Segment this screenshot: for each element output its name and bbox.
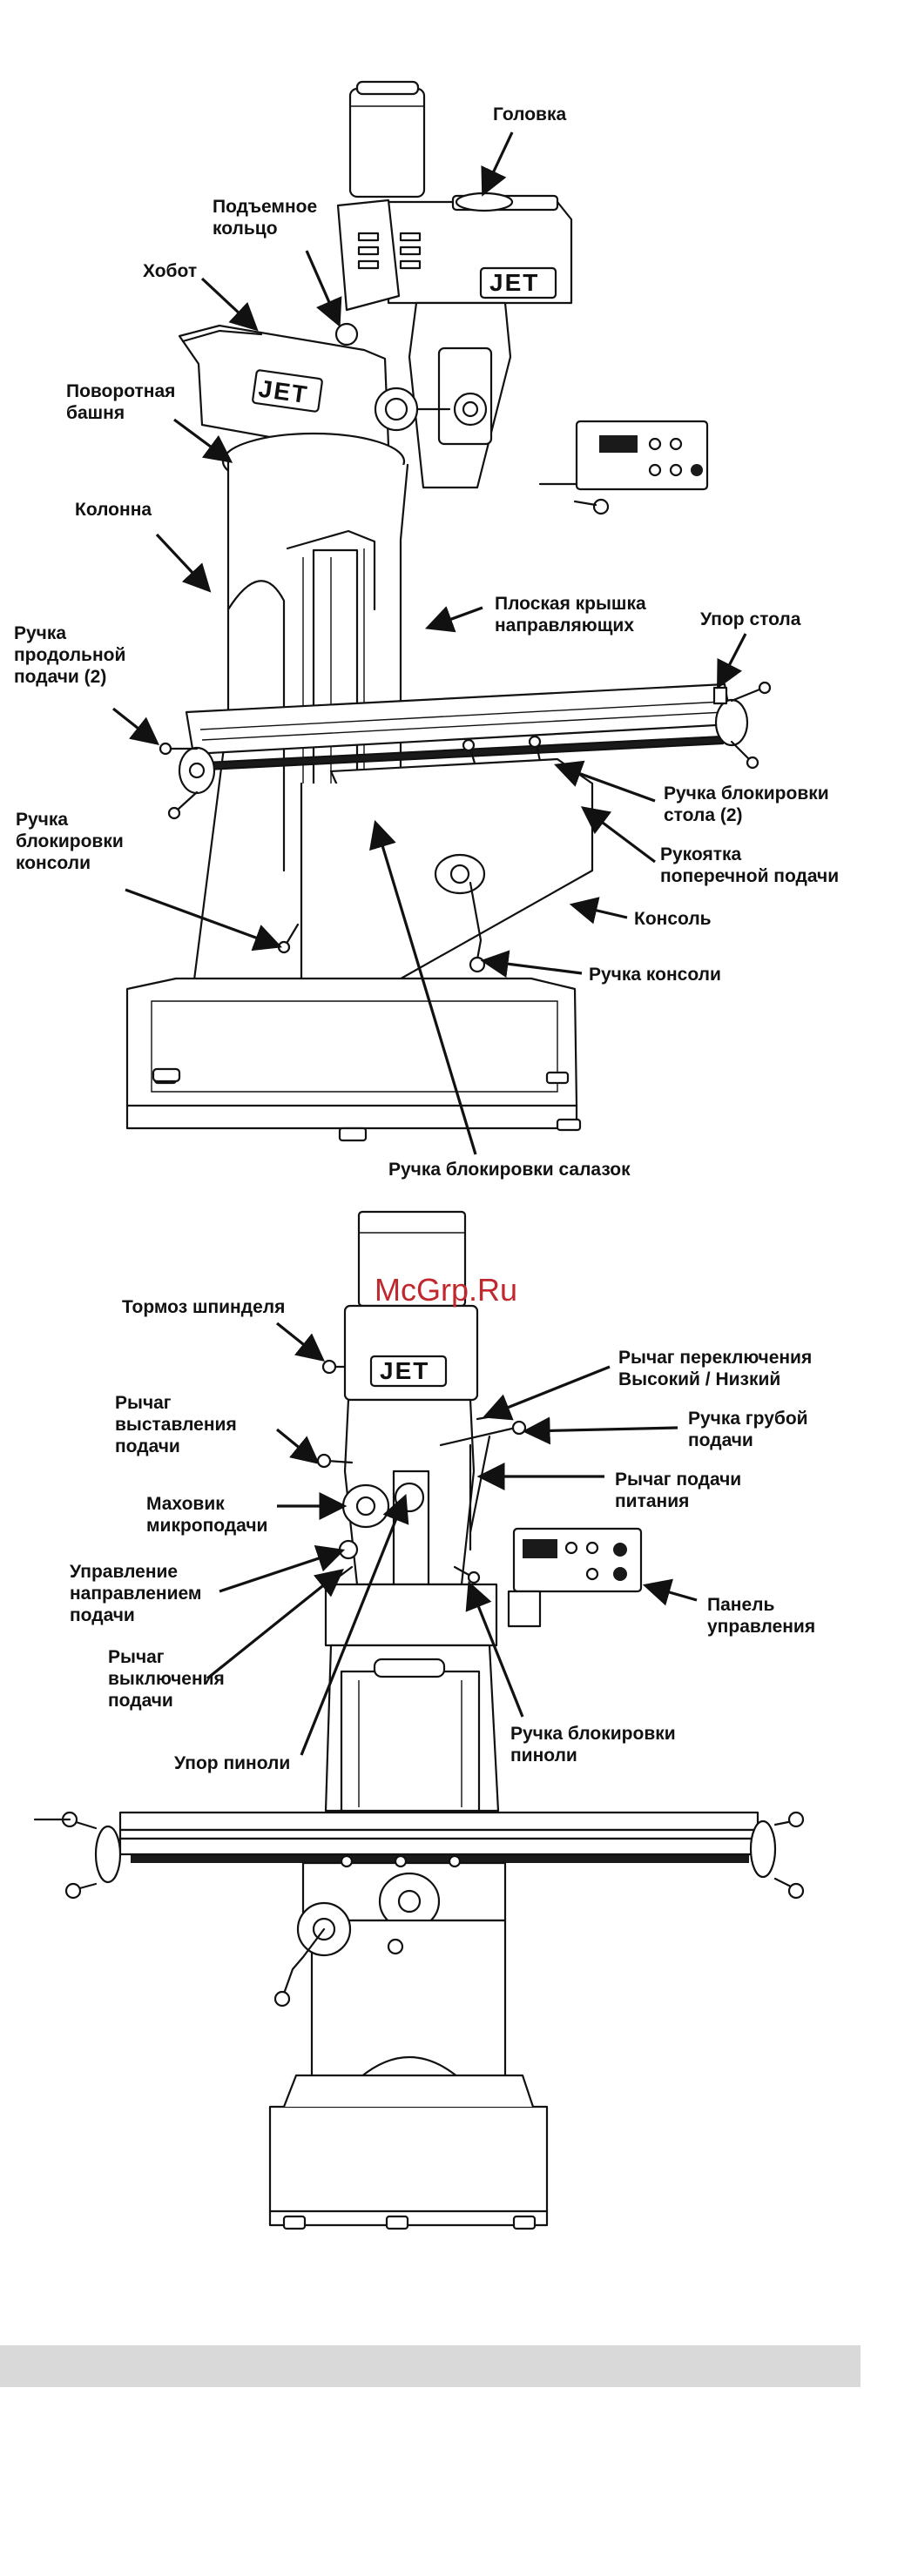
label-head: Головка xyxy=(493,104,566,124)
label-quill-stop: Упор пиноли xyxy=(174,1753,290,1773)
head-jet-logo: JET xyxy=(489,269,539,296)
label-knee-crank: Ручка консоли xyxy=(589,965,721,985)
label-table-stop: Упор стола xyxy=(700,609,801,629)
label-saddle-lock: Ручка блокировки салазок xyxy=(388,1160,631,1180)
label-knee: Консоль xyxy=(634,909,712,929)
watermark: McGrp.Ru xyxy=(375,1272,517,1308)
front-leader-arrows xyxy=(206,1322,698,1756)
top-leader-arrows xyxy=(112,131,747,1155)
front-machine-drawing: JET xyxy=(33,1210,805,2230)
label-column: Колонна xyxy=(75,500,152,520)
footer-bar xyxy=(0,2345,861,2387)
front-jet-logo: JET xyxy=(380,1357,429,1384)
label-ram: Хобот xyxy=(143,261,197,281)
label-spindle-brake: Тормоз шпинделя xyxy=(122,1297,285,1317)
top-machine-drawing: JET JET xyxy=(125,80,772,1142)
